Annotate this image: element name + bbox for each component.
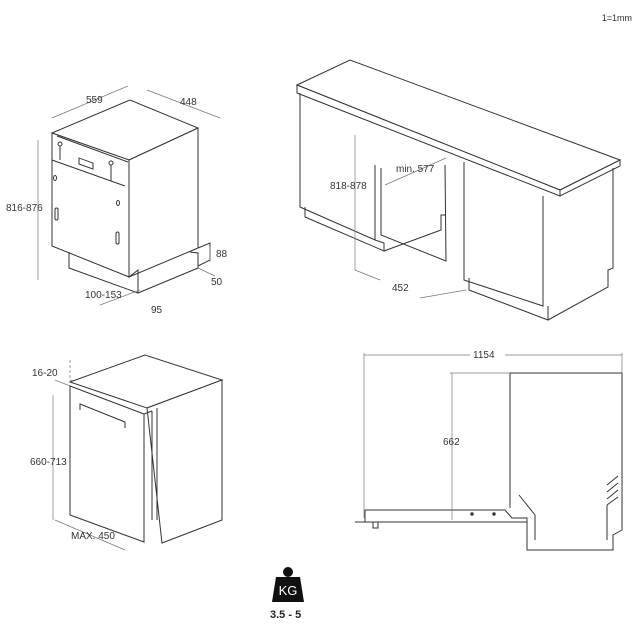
dim-door-height: 662 (443, 437, 460, 448)
weight-icon-label: KG (278, 583, 298, 598)
dim-adjust-range: 100-153 (85, 290, 122, 301)
appliance-drawing (37, 85, 221, 306)
weight-range: 3.5 - 5 (270, 609, 302, 621)
dim-top-gap: 16-20 (32, 368, 58, 379)
niche-drawing (295, 59, 622, 321)
dim-height: 816-876 (6, 203, 43, 214)
dim-depth: 448 (180, 97, 197, 108)
dim-toe-kick: 95 (151, 305, 163, 316)
dim-niche-height: 818-878 (330, 181, 367, 192)
door-swing-drawing (355, 353, 623, 551)
door-panel-drawing (52, 354, 224, 551)
dim-plinth-depth: 50 (211, 277, 223, 288)
dim-total-depth: 1154 (473, 350, 495, 361)
dim-width: 559 (86, 95, 103, 106)
dim-niche-width: 452 (392, 283, 409, 294)
weight-icon (272, 567, 304, 602)
dim-panel-max-width: MAX. 450 (71, 531, 115, 542)
dim-panel-height: 660-713 (30, 457, 67, 468)
dim-niche-min-width: min. 577 (396, 164, 435, 175)
scale-note: 1=1mm (601, 13, 632, 23)
dim-plinth-height: 88 (216, 249, 228, 260)
